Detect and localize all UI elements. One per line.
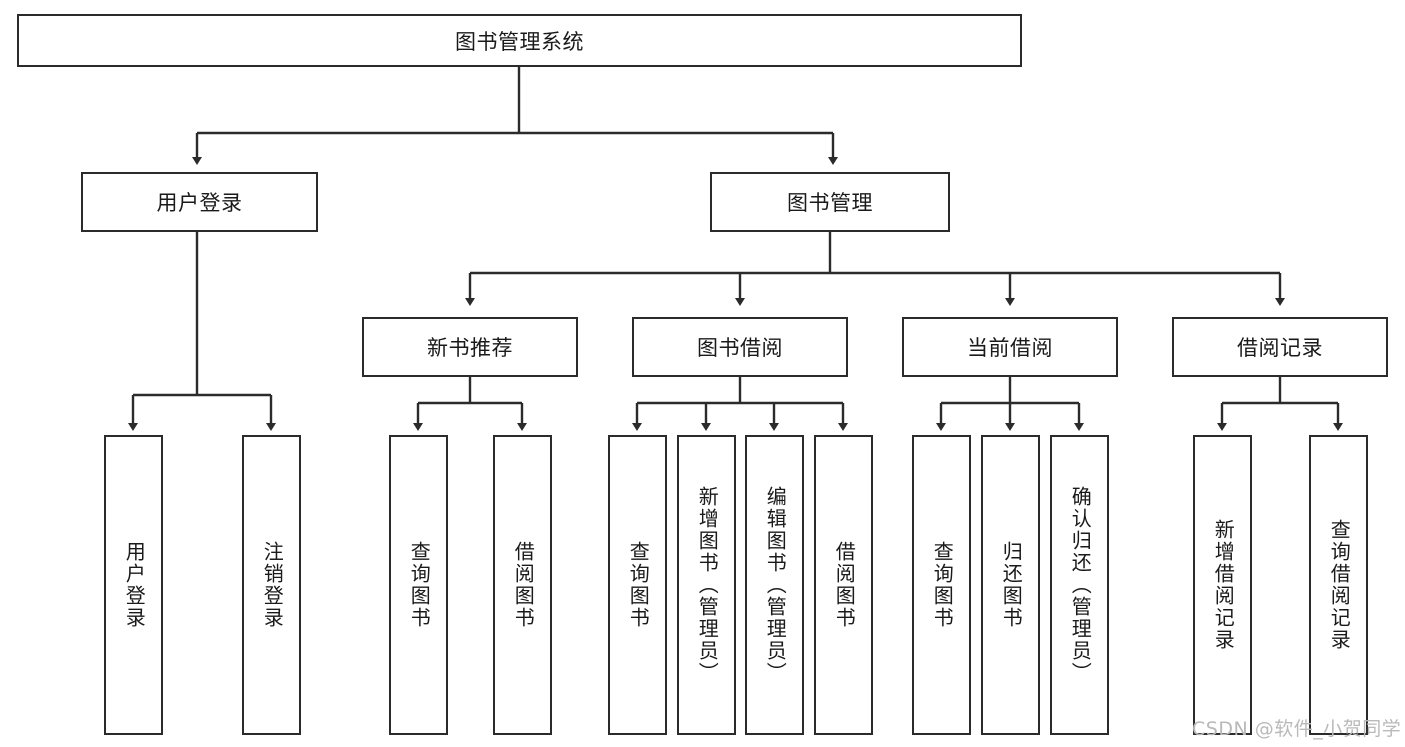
leaf-book-borrow-add-book-admin[interactable]: 新增图书（管理员）	[677, 435, 736, 735]
node-label: 借阅图书	[832, 541, 857, 629]
leaf-current-borrow-confirm-return-admin[interactable]: 确认归还（管理员）	[1050, 435, 1109, 735]
leaf-new-book-query-book[interactable]: 查询图书	[389, 435, 448, 735]
node-label: 查询借阅记录	[1327, 519, 1352, 651]
node-label: 图书管理系统	[455, 29, 584, 54]
leaf-current-borrow-query-book[interactable]: 查询图书	[912, 435, 971, 735]
leaf-user-login-logout[interactable]: 注销登录	[242, 435, 301, 735]
node-label: 确认归还（管理员）	[1068, 486, 1093, 684]
node-root-book-management-system[interactable]: 图书管理系统	[17, 14, 1022, 67]
node-label: 当前借阅	[967, 336, 1053, 360]
node-label: 编辑图书（管理员）	[763, 486, 788, 684]
node-book-management[interactable]: 图书管理	[710, 172, 950, 232]
leaf-current-borrow-return-book[interactable]: 归还图书	[981, 435, 1040, 735]
node-user-login[interactable]: 用户登录	[81, 172, 318, 232]
watermark-text: CSDN @软件_小贺同学	[1192, 718, 1402, 740]
leaf-book-borrow-borrow-book[interactable]: 借阅图书	[814, 435, 873, 735]
node-label: 新增借阅记录	[1211, 519, 1236, 651]
node-label: 用户登录	[122, 541, 147, 629]
node-label: 图书借阅	[697, 336, 783, 360]
node-label: 查询图书	[407, 541, 432, 629]
node-label: 借阅记录	[1237, 336, 1323, 360]
leaf-borrow-record-add-record[interactable]: 新增借阅记录	[1193, 435, 1252, 735]
node-label: 借阅图书	[511, 541, 536, 629]
leaf-user-login-login[interactable]: 用户登录	[104, 435, 163, 735]
node-label: 新书推荐	[427, 336, 513, 360]
node-label: 用户登录	[156, 191, 243, 215]
leaf-book-borrow-edit-book-admin[interactable]: 编辑图书（管理员）	[745, 435, 804, 735]
leaf-book-borrow-query-book[interactable]: 查询图书	[608, 435, 667, 735]
node-borrow-record[interactable]: 借阅记录	[1172, 317, 1388, 377]
node-label: 归还图书	[999, 541, 1024, 629]
node-new-book-recommend[interactable]: 新书推荐	[362, 317, 578, 377]
node-label: 新增图书（管理员）	[695, 486, 720, 684]
leaf-borrow-record-query-record[interactable]: 查询借阅记录	[1309, 435, 1368, 735]
node-label: 查询图书	[930, 541, 955, 629]
node-label: 查询图书	[626, 541, 651, 629]
node-label: 注销登录	[260, 541, 285, 629]
node-book-borrow[interactable]: 图书借阅	[632, 317, 848, 377]
node-current-borrow[interactable]: 当前借阅	[902, 317, 1118, 377]
node-label: 图书管理	[787, 191, 873, 215]
leaf-new-book-borrow-book[interactable]: 借阅图书	[493, 435, 552, 735]
